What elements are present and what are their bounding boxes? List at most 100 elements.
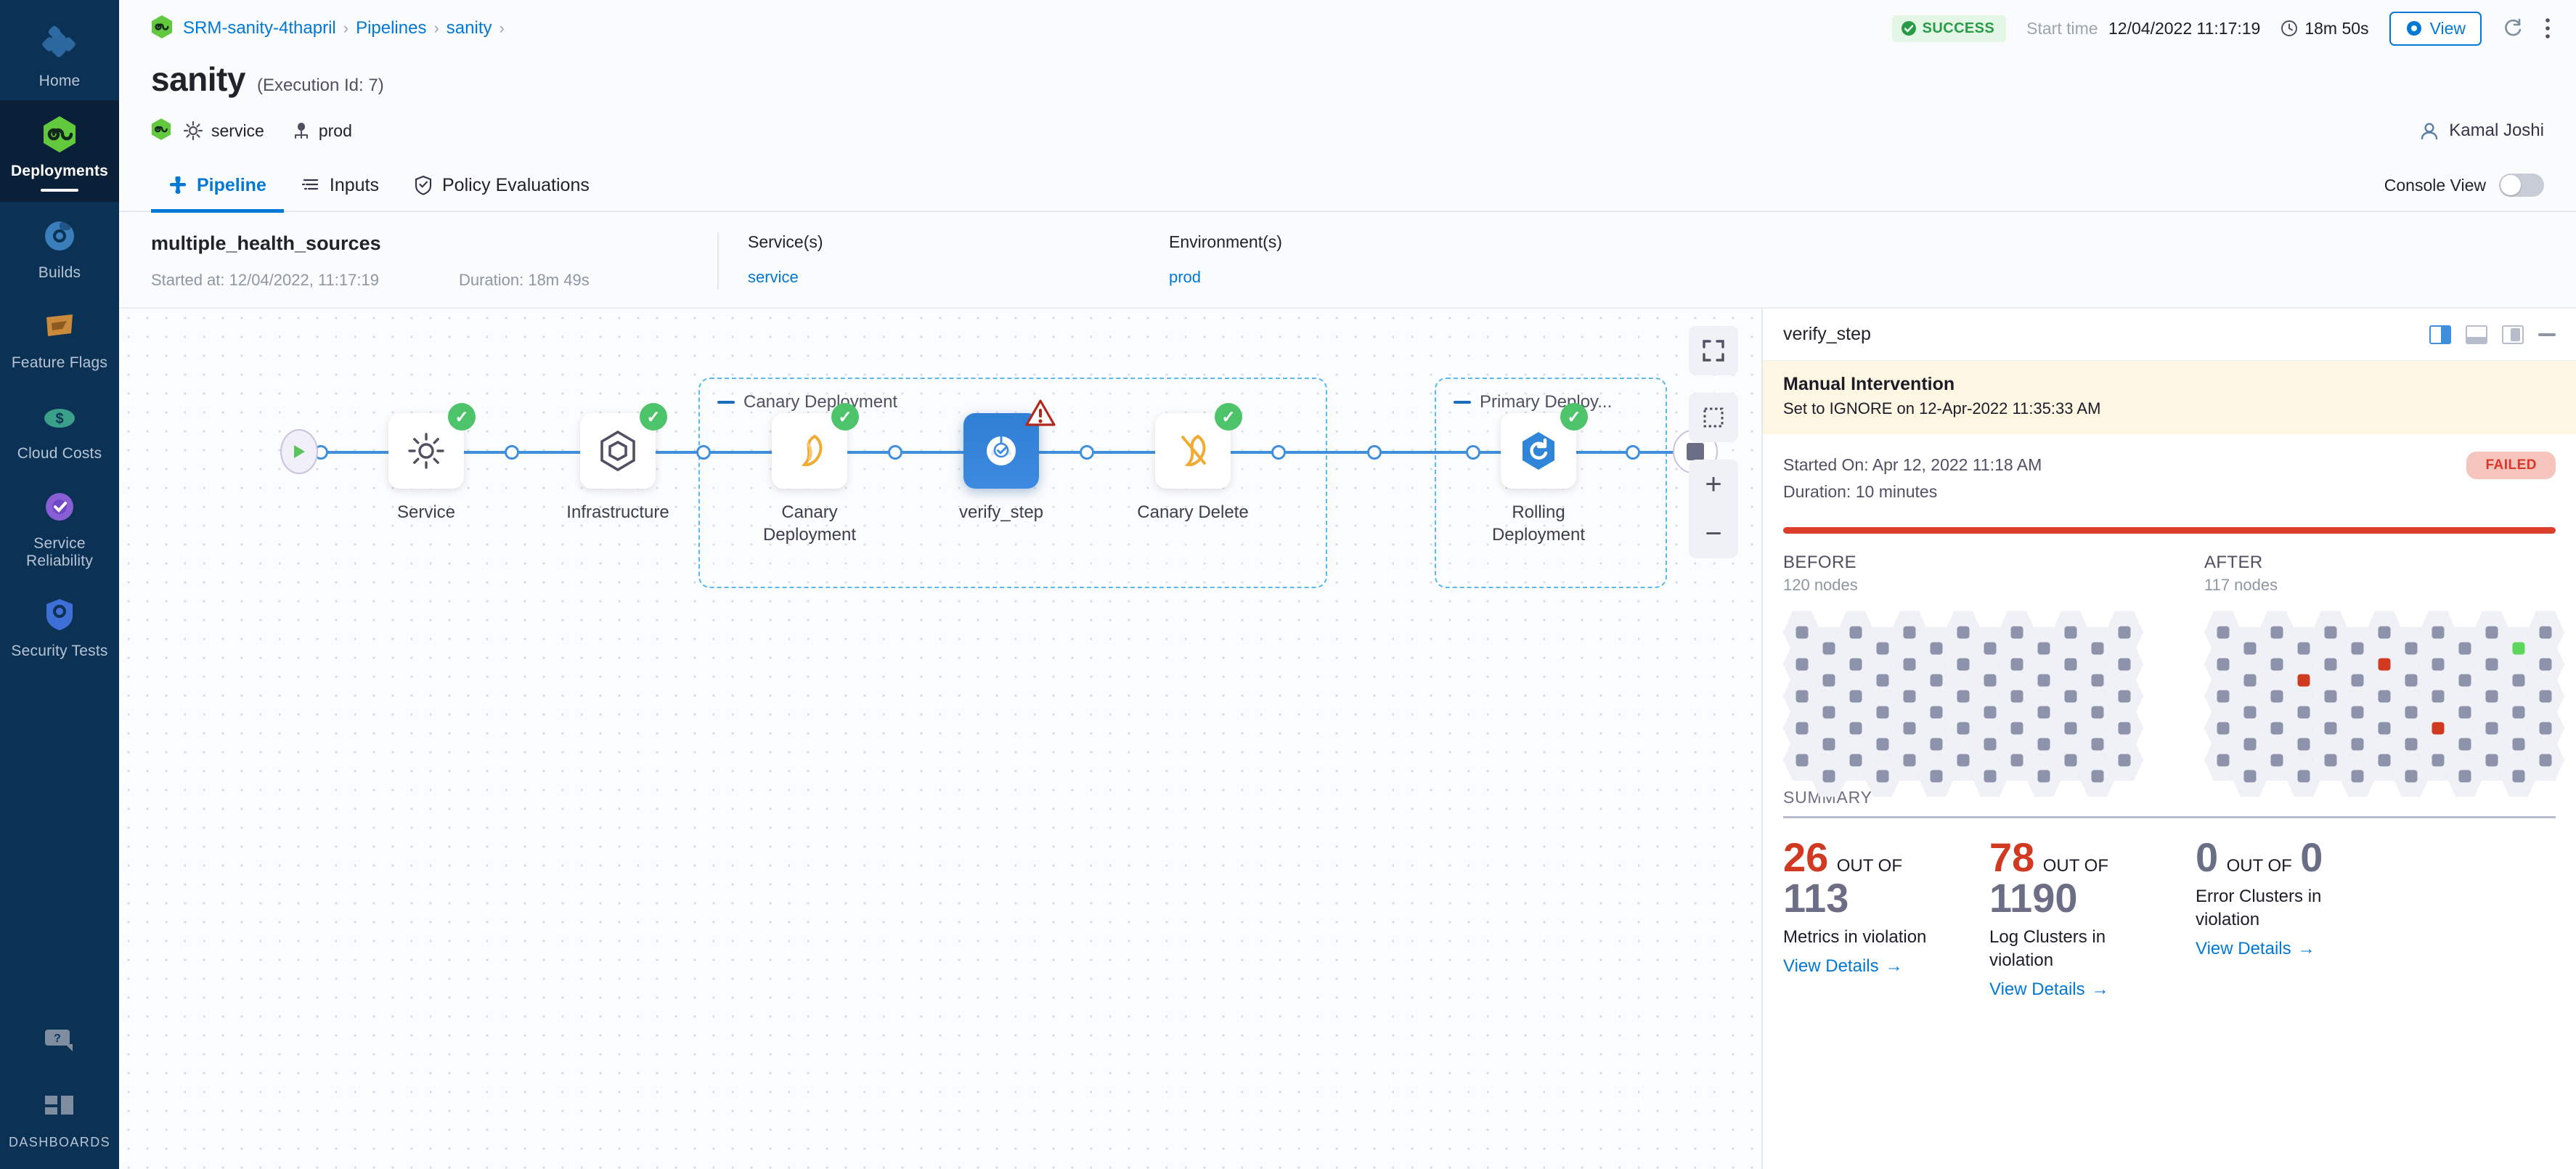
node-dot xyxy=(2540,754,2552,766)
node-dot xyxy=(2352,706,2364,718)
stage-meta: Started at: 12/04/2022, 11:17:19 Duratio… xyxy=(151,271,717,290)
rolling-deployment-icon xyxy=(1519,430,1558,472)
minimize-icon[interactable] xyxy=(2538,333,2556,336)
zoom-out-icon[interactable]: − xyxy=(1689,509,1738,558)
node-dot xyxy=(1984,770,1997,782)
sidebar-item-security-tests[interactable]: Security Tests xyxy=(0,580,119,670)
node-dot xyxy=(2217,754,2230,766)
node-card[interactable]: ✓ xyxy=(1501,413,1576,489)
sidebar-item-cloud-costs[interactable]: $ Cloud Costs xyxy=(0,383,119,473)
node-card[interactable]: ✓ xyxy=(580,413,656,489)
node-dot xyxy=(1984,738,1997,750)
after-node-grid[interactable] xyxy=(2204,611,2546,763)
pipeline-start-node[interactable] xyxy=(280,429,318,474)
node-rolling-deployment[interactable]: ✓ Rolling Deployment xyxy=(1470,413,1607,546)
check-circle-icon xyxy=(1901,20,1917,36)
after-column: AFTER 117 nodes xyxy=(2204,553,2546,763)
node-hex[interactable] xyxy=(2106,738,2143,782)
failed-badge: FAILED xyxy=(2466,452,2556,479)
view-button[interactable]: View xyxy=(2389,12,2482,46)
status-badge-label: SUCCESS xyxy=(1923,20,1995,37)
sidebar-item-dashboards[interactable]: DASHBOARDS xyxy=(0,1072,119,1169)
view-details-link[interactable]: View Details → xyxy=(1989,979,2171,1000)
node-verify-step[interactable]: verify_step xyxy=(932,413,1070,524)
gear-icon xyxy=(183,121,203,141)
node-canary-deployment[interactable]: ✓ Canary Deployment xyxy=(741,413,879,546)
summary-divider xyxy=(1783,816,2556,818)
split-bottom-icon[interactable] xyxy=(2466,325,2487,344)
breadcrumb: SRM-sanity-4thapril › Pipelines › sanity… xyxy=(183,18,505,38)
node-dot xyxy=(2011,722,2023,734)
sidebar-item-builds[interactable]: Builds xyxy=(0,202,119,292)
node-dot xyxy=(1877,770,1889,782)
topbar-right-group: SUCCESS Start time 12/04/2022 11:17:19 1… xyxy=(1892,12,2551,46)
node-dot xyxy=(1984,642,1997,654)
status-success-icon: ✓ xyxy=(640,403,667,431)
stage-duration: Duration: 18m 49s xyxy=(459,271,590,290)
sidebar-item-service-reliability[interactable]: Service Reliability xyxy=(0,473,119,580)
avatar xyxy=(2418,120,2440,142)
collapse-dash-icon[interactable] xyxy=(1454,401,1471,404)
node-dot xyxy=(2065,754,2077,766)
split-right-icon[interactable] xyxy=(2429,325,2451,344)
summary-figure: 78 OUT OF 1190 xyxy=(1989,837,2171,918)
zoom-in-icon[interactable]: + xyxy=(1689,460,1738,509)
view-details-link[interactable]: View Details → xyxy=(1783,956,1965,977)
node-dot xyxy=(2244,642,2257,654)
tab-policy-evaluations[interactable]: Policy Evaluations xyxy=(396,159,607,211)
breadcrumb-project[interactable]: SRM-sanity-4thapril xyxy=(183,18,336,38)
refresh-icon[interactable] xyxy=(2502,17,2524,39)
fullscreen-icon[interactable] xyxy=(1689,326,1738,375)
node-dot xyxy=(2513,674,2525,686)
duration-group: 18m 50s xyxy=(2281,19,2368,38)
pipeline-canvas[interactable]: + − Canary Deployment xyxy=(119,309,1761,1169)
service-chip[interactable]: service xyxy=(183,121,264,141)
environments-value[interactable]: prod xyxy=(1169,268,1590,287)
node-card[interactable]: ✓ xyxy=(1155,413,1231,489)
node-canary-delete[interactable]: ✓ Canary Delete xyxy=(1124,413,1262,524)
view-details-link[interactable]: View Details → xyxy=(2196,939,2377,959)
node-infrastructure[interactable]: ✓ Infrastructure xyxy=(549,413,687,524)
status-success-icon: ✓ xyxy=(1560,403,1588,431)
collapse-dash-icon[interactable] xyxy=(717,401,735,404)
execution-id: (Execution Id: 7) xyxy=(257,76,384,96)
tab-inputs[interactable]: Inputs xyxy=(284,159,396,211)
node-card[interactable] xyxy=(963,413,1039,489)
tab-pipeline[interactable]: Pipeline xyxy=(151,159,284,211)
node-dot xyxy=(2325,722,2337,734)
float-panel-icon[interactable] xyxy=(2502,325,2524,344)
node-dot xyxy=(1931,674,1943,686)
security-tests-icon xyxy=(38,593,81,635)
summary-description: Log Clusters in violation xyxy=(1989,926,2171,973)
console-view-toggle[interactable] xyxy=(2499,174,2544,197)
node-dot xyxy=(1957,658,1970,670)
manual-intervention-title: Manual Intervention xyxy=(1783,374,2556,395)
tab-label: Pipeline xyxy=(197,175,266,196)
more-vertical-icon[interactable] xyxy=(2544,17,2551,40)
breadcrumb-pipelines[interactable]: Pipelines xyxy=(356,18,426,38)
sidebar-item-feature-flags[interactable]: Feature Flags xyxy=(0,292,119,382)
sidebar-item-deployments[interactable]: Deployments xyxy=(0,100,119,202)
top-bar: SRM-sanity-4thapril › Pipelines › sanity… xyxy=(119,0,2576,57)
node-dot xyxy=(2513,706,2525,718)
node-card[interactable]: ✓ xyxy=(388,413,464,489)
node-dot xyxy=(1931,706,1943,718)
sidebar-item-home[interactable]: Home xyxy=(0,10,119,100)
node-hex[interactable] xyxy=(2527,738,2564,782)
sidebar-item-label: Security Tests xyxy=(11,643,107,660)
header-chips: service prod Kamal Joshi xyxy=(151,115,2544,147)
stage-summary: multiple_health_sources Started at: 12/0… xyxy=(151,232,717,290)
environment-chip[interactable]: prod xyxy=(292,121,352,141)
before-node-grid[interactable] xyxy=(1783,611,2124,763)
node-card[interactable]: ✓ xyxy=(772,413,847,489)
services-value[interactable]: service xyxy=(748,268,1169,287)
user-menu[interactable]: Kamal Joshi xyxy=(2418,120,2544,142)
node-dot xyxy=(2352,770,2364,782)
breadcrumb-pipeline-name[interactable]: sanity xyxy=(447,18,492,38)
select-area-icon[interactable] xyxy=(1689,393,1738,442)
deployments-icon xyxy=(38,113,81,155)
node-service[interactable]: ✓ Service xyxy=(357,413,495,524)
status-success-icon: ✓ xyxy=(448,403,476,431)
service-reliability-icon xyxy=(38,486,81,528)
sidebar-help-button[interactable]: ? xyxy=(0,1007,119,1072)
